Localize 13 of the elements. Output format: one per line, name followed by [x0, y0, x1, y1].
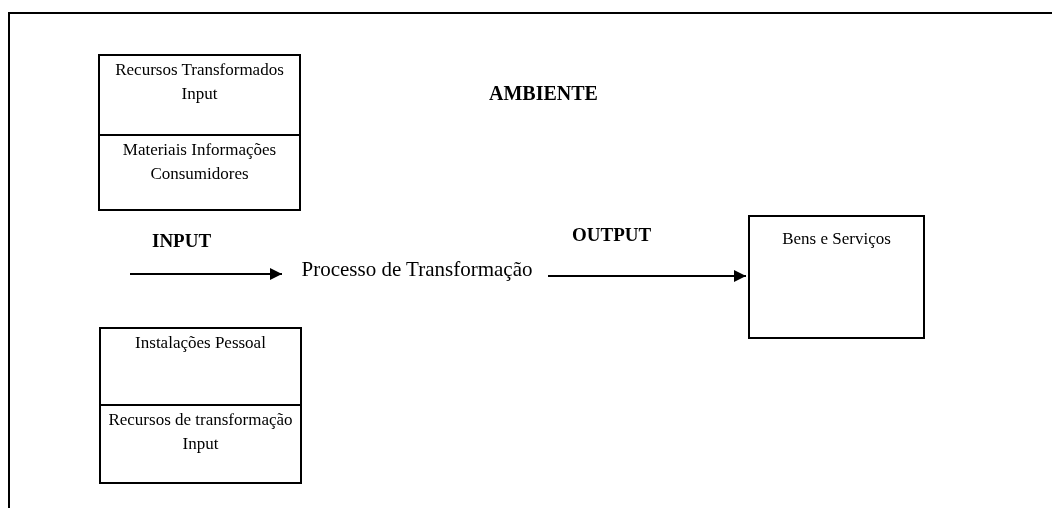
arrow — [547, 270, 747, 282]
environment-title: AMBIENTE — [489, 82, 598, 105]
output-box — [748, 215, 925, 339]
resource-box — [99, 327, 302, 484]
arrow — [129, 268, 283, 280]
process-label: Processo de Transformação — [284, 254, 550, 318]
box-text: Bens e Serviços — [781, 228, 892, 250]
box-text: Materiais Informações Consumidores — [100, 134, 299, 188]
environment-frame — [8, 12, 1052, 508]
box-text: Instalações Pessoal — [134, 332, 267, 354]
resource-box — [98, 54, 301, 211]
box-text: Recursos de transformação Input — [101, 404, 300, 458]
box-text: Recursos Transformados Input — [114, 59, 285, 105]
